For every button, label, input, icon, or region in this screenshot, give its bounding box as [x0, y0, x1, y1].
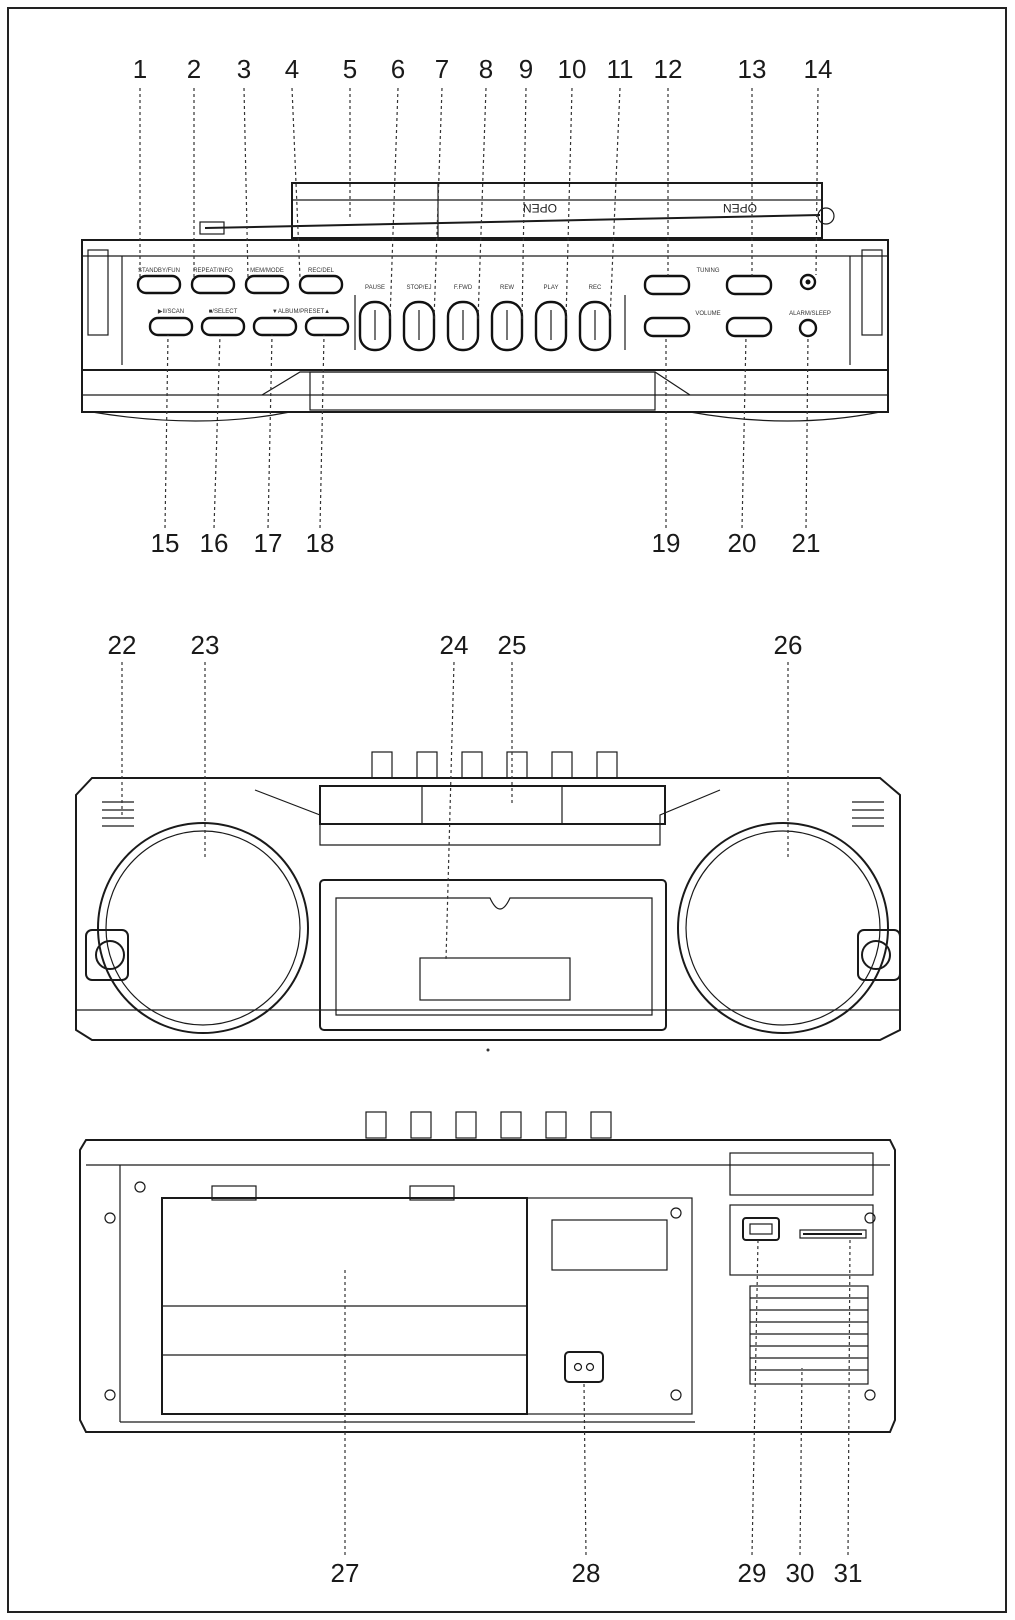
callout-22: 22: [108, 630, 137, 660]
album-preset-down-button[interactable]: [252, 316, 298, 337]
repeat-info-label: REPEAT/INFO: [193, 268, 233, 274]
top-callouts: 1 2 3 4 5 6 7 8 9 10 11 12 13 14: [133, 54, 833, 321]
right-handle-mount: [857, 929, 901, 981]
rewind-key-label: REW: [500, 285, 514, 291]
mem-mode-label: MEM/MODE: [250, 268, 284, 274]
callout-15: 15: [151, 528, 180, 558]
pause-key-label: PAUSE: [365, 285, 385, 291]
callout-27: 27: [331, 1558, 360, 1588]
callout-24: 24: [440, 630, 469, 660]
callout-12: 12: [654, 54, 683, 84]
callout-19: 19: [652, 528, 681, 558]
back-body: [79, 1139, 896, 1433]
tuning-up-button[interactable]: [725, 274, 773, 296]
callout-3: 3: [237, 54, 251, 84]
callout-1: 1: [133, 54, 147, 84]
callout-23: 23: [191, 630, 220, 660]
play-scan-label: ▶II/SCAN: [158, 309, 184, 315]
open-label-right: OPEN: [723, 201, 757, 215]
front-body: [75, 777, 901, 1041]
callout-8: 8: [479, 54, 493, 84]
callout-11: 11: [607, 54, 634, 84]
top-view: OPEN OPEN STANDBY/FUN REPEAT/INFO MEM/MO…: [81, 182, 889, 422]
callout-28: 28: [572, 1558, 601, 1588]
stop-eject-key-label: STOP/EJ: [407, 285, 432, 291]
callout-6: 6: [391, 54, 405, 84]
callout-31: 31: [834, 1558, 863, 1588]
tuning-label: TUNING: [697, 268, 720, 274]
callout-21: 21: [792, 528, 821, 558]
callout-29: 29: [738, 1558, 767, 1588]
cassette-lid-top: [291, 182, 823, 239]
standby-label: STANDBY/FUN: [138, 268, 180, 274]
top-view-lower-callouts: 15 16 17 18 19 20 21: [151, 334, 821, 558]
volume-down-button[interactable]: [643, 316, 691, 338]
left-handle-mount: [85, 929, 129, 981]
fast-forward-key-label: F.FWD: [454, 285, 473, 291]
play-key-label: PLAY: [544, 285, 559, 291]
callout-2: 2: [187, 54, 201, 84]
callout-14: 14: [804, 54, 833, 84]
rating-label: [551, 1219, 668, 1271]
volume-up-button[interactable]: [725, 316, 773, 338]
ventilation-grill: [749, 1285, 869, 1385]
callout-16: 16: [200, 528, 229, 558]
usb-port[interactable]: [742, 1217, 780, 1241]
antenna: [204, 214, 821, 229]
callout-10: 10: [558, 54, 587, 84]
play-pause-scan-button[interactable]: [148, 316, 194, 337]
front-callouts: 22 23 24 25 26: [108, 630, 803, 961]
open-label-left: OPEN: [523, 201, 557, 215]
repeat-info-button[interactable]: [190, 274, 236, 295]
alarm-sleep-button[interactable]: [798, 318, 818, 338]
alarm-sleep-label: ALARM/SLEEP: [789, 311, 831, 317]
callout-4: 4: [285, 54, 299, 84]
cassette-window: [419, 957, 571, 1001]
cassette-door[interactable]: [319, 879, 667, 1031]
mem-mode-button[interactable]: [244, 274, 290, 295]
right-speaker: [677, 822, 889, 1034]
tuning-down-button[interactable]: [643, 274, 691, 296]
back-callouts: 27 28 29 30 31: [331, 1239, 863, 1588]
callout-25: 25: [498, 630, 527, 660]
front-view: [75, 751, 901, 1052]
record-key-label: REC: [589, 285, 602, 291]
callout-7: 7: [435, 54, 449, 84]
standby-button[interactable]: [136, 274, 182, 295]
callout-13: 13: [738, 54, 767, 84]
stop-select-label: ■/SELECT: [209, 309, 238, 315]
sd-card-slot[interactable]: [799, 1229, 867, 1239]
callout-17: 17: [254, 528, 283, 558]
rec-del-label: REC/DEL: [308, 268, 335, 274]
album-preset-label: ▼ALBUM/PRESET▲: [272, 309, 330, 315]
callout-30: 30: [786, 1558, 815, 1588]
callout-9: 9: [519, 54, 533, 84]
album-preset-up-button[interactable]: [304, 316, 350, 337]
rec-del-button[interactable]: [298, 274, 344, 295]
callout-18: 18: [306, 528, 335, 558]
volume-label: VOLUME: [695, 311, 720, 317]
cassette-keys: PAUSE STOP/EJ F.FWD REW PLAY REC: [358, 285, 612, 352]
left-speaker: [97, 822, 309, 1034]
callout-26: 26: [774, 630, 803, 660]
callout-5: 5: [343, 54, 357, 84]
callout-20: 20: [728, 528, 757, 558]
ac-socket[interactable]: [564, 1351, 604, 1383]
stop-select-button[interactable]: [200, 316, 246, 337]
